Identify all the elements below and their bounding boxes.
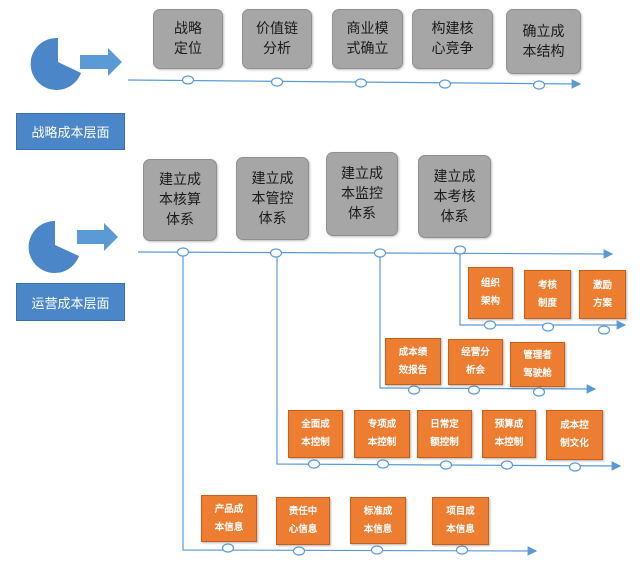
monitoring-branch bbox=[379, 253, 597, 394]
system-node bbox=[269, 248, 283, 258]
system-node bbox=[453, 245, 467, 255]
strategic-step-cost-structure: 确立成 本结构 bbox=[506, 9, 581, 74]
system-node bbox=[176, 247, 190, 257]
assessment-branch bbox=[459, 253, 627, 330]
accounting-node bbox=[221, 543, 235, 553]
accounting-branch bbox=[182, 252, 538, 556]
operational-pie-icon bbox=[28, 220, 79, 273]
control-node bbox=[500, 460, 514, 470]
assessment-node bbox=[483, 320, 497, 330]
accounting-item: 产品成 本信息 bbox=[201, 495, 257, 542]
accounting-node bbox=[370, 545, 384, 555]
strategic-node bbox=[532, 80, 546, 90]
strategic-node bbox=[270, 77, 284, 87]
assessment-item: 考核 制度 bbox=[524, 270, 571, 319]
system-node bbox=[373, 248, 387, 258]
accounting-item: 标准成 本信息 bbox=[350, 497, 406, 544]
system-monitoring: 建立成 本监控 体系 bbox=[326, 152, 398, 236]
monitoring-item: 经营分 析会 bbox=[448, 339, 503, 385]
strategic-node bbox=[438, 79, 452, 89]
strategic-timeline bbox=[127, 79, 582, 89]
assessment-node bbox=[541, 322, 555, 332]
operational-arrow-icon bbox=[77, 223, 118, 251]
strategic-node bbox=[181, 75, 195, 85]
monitoring-node bbox=[467, 385, 481, 395]
control-item: 日常定 额控制 bbox=[417, 410, 472, 458]
strategic-step-value-chain: 价值链 分析 bbox=[242, 9, 312, 69]
assessment-item: 激励 方案 bbox=[579, 270, 626, 319]
strategic-step-positioning: 战略 定位 bbox=[153, 9, 223, 69]
strategic-level-label: 战略成本层面 bbox=[16, 113, 125, 150]
monitoring-item: 管理者 驾驶舱 bbox=[510, 342, 565, 387]
accounting-node bbox=[292, 546, 306, 556]
control-item: 预算成 本控制 bbox=[482, 410, 536, 458]
accounting-item: 责任中 心信息 bbox=[276, 497, 330, 545]
strategic-pie-icon bbox=[30, 37, 81, 90]
control-node bbox=[439, 460, 453, 470]
strategic-node bbox=[354, 78, 368, 88]
monitoring-item: 成本绩 效报告 bbox=[385, 338, 441, 385]
assessment-node bbox=[597, 325, 611, 335]
strategic-arrow-icon bbox=[80, 48, 122, 76]
assessment-item: 组织 架构 bbox=[468, 267, 513, 319]
monitoring-node bbox=[532, 387, 546, 397]
operational-level-label: 运营成本层面 bbox=[16, 283, 125, 321]
strategic-step-core-competence: 构建核 心竞争 bbox=[412, 9, 493, 69]
control-item: 成本控 制文化 bbox=[546, 410, 603, 460]
control-node bbox=[376, 459, 390, 469]
monitoring-node bbox=[407, 385, 421, 395]
control-item: 专项成 本控制 bbox=[354, 410, 410, 458]
accounting-node bbox=[455, 545, 469, 555]
system-accounting: 建立成 本核算 体系 bbox=[143, 159, 217, 241]
strategic-step-business-model: 商业模 式确立 bbox=[332, 9, 403, 69]
control-node bbox=[568, 462, 582, 472]
system-control: 建立成 本管控 体系 bbox=[236, 157, 309, 240]
control-node bbox=[307, 459, 321, 469]
system-assessment: 建立成 本考核 体系 bbox=[418, 155, 491, 238]
control-item: 全面成 本控制 bbox=[288, 410, 343, 458]
accounting-item: 项目成 本信息 bbox=[432, 497, 489, 545]
